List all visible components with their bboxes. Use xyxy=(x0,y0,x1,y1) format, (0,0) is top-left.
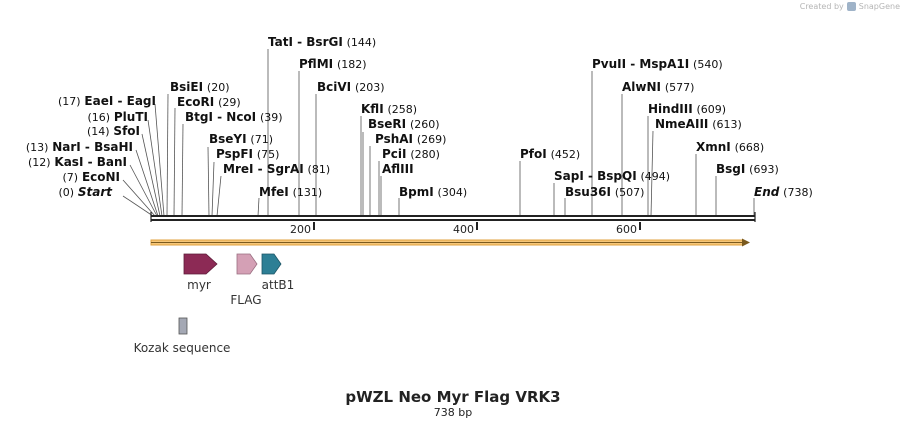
ruler: 200 400 600 xyxy=(290,222,641,236)
site-pspfi[interactable]: PspFI (75) xyxy=(216,147,279,161)
site-alwni[interactable]: AlwNI (577) xyxy=(622,80,694,94)
site-end[interactable]: End (738) xyxy=(754,185,813,199)
credit-text: Created by xyxy=(799,2,844,11)
site-mrei-sgrai[interactable]: MreI - SgrAI (81) xyxy=(223,162,330,176)
site-sapi-bspqi[interactable]: SapI - BspQI (494) xyxy=(554,169,670,183)
site-pfoi[interactable]: PfoI (452) xyxy=(520,147,580,161)
site-nmeaiii[interactable]: NmeAIII (613) xyxy=(655,117,742,131)
site-kasi-bani[interactable]: (12) KasI - BanI xyxy=(28,155,127,169)
site-pluti[interactable]: (16) PluTI xyxy=(87,110,148,124)
kozak-label: Kozak sequence xyxy=(134,341,231,355)
site-xmni[interactable]: XmnI (668) xyxy=(696,140,764,154)
site-bcivi[interactable]: BciVI (203) xyxy=(317,80,385,94)
ruler-label-400: 400 xyxy=(453,223,474,236)
credit-brand: SnapGene xyxy=(858,2,900,11)
site-eaei-eagi[interactable]: (17) EaeI - EagI xyxy=(58,94,156,108)
orf-arrow xyxy=(150,238,750,247)
site-hindiii[interactable]: HindIII (609) xyxy=(648,102,726,116)
kozak-feature[interactable] xyxy=(178,317,188,335)
site-leader-lines xyxy=(122,49,755,217)
myr-label: myr xyxy=(187,278,211,292)
site-bpmi[interactable]: BpmI (304) xyxy=(399,185,467,199)
site-tati-bsrgi[interactable]: TatI - BsrGI (144) xyxy=(268,35,376,49)
attb1-feature[interactable] xyxy=(261,253,282,275)
site-ecori[interactable]: EcoRI (29) xyxy=(177,95,241,109)
site-bsu36i[interactable]: Bsu36I (507) xyxy=(565,185,644,199)
site-mfei[interactable]: MfeI (131) xyxy=(259,185,322,199)
ruler-label-600: 600 xyxy=(616,223,637,236)
myr-feature[interactable] xyxy=(183,253,218,275)
features: myr FLAG attB1 Kozak sequence xyxy=(134,253,295,355)
flag-feature[interactable] xyxy=(236,253,258,275)
ruler-label-200: 200 xyxy=(290,223,311,236)
site-afliii[interactable]: AflIII xyxy=(382,162,414,176)
site-labels: (0) Start(7) EcoNI(12) KasI - BanI(13) N… xyxy=(26,35,813,199)
site-bsgi[interactable]: BsgI (693) xyxy=(716,162,779,176)
site-econi[interactable]: (7) EcoNI xyxy=(63,170,120,184)
site-pvuii-mspa1i[interactable]: PvuII - MspA1I (540) xyxy=(592,57,723,71)
flag-label: FLAG xyxy=(230,293,261,307)
attb1-label: attB1 xyxy=(262,278,295,292)
site-pcii[interactable]: PciI (280) xyxy=(382,147,440,161)
site-btgi-ncoi[interactable]: BtgI - NcoI (39) xyxy=(185,110,283,124)
site-bsiei[interactable]: BsiEI (20) xyxy=(170,80,230,94)
site-bseyi[interactable]: BseYI (71) xyxy=(209,132,273,146)
snapgene-credit: Created by SnapGene xyxy=(800,2,900,11)
snapgene-logo-icon xyxy=(846,2,856,11)
site-pshai[interactable]: PshAI (269) xyxy=(375,132,446,146)
site-start[interactable]: (0) Start xyxy=(58,185,113,199)
site-kfli[interactable]: KflI (258) xyxy=(361,102,417,116)
site-bseri[interactable]: BseRI (260) xyxy=(368,117,440,131)
plasmid-name: pWZL Neo Myr Flag VRK3 xyxy=(345,388,561,406)
site-sfoi[interactable]: (14) SfoI xyxy=(87,124,140,138)
site-nari-bsahi[interactable]: (13) NarI - BsaHI xyxy=(26,140,133,154)
plasmid-length: 738 bp xyxy=(433,406,473,419)
dna-backbone xyxy=(150,212,756,222)
site-pflmi[interactable]: PflMI (182) xyxy=(299,57,367,71)
